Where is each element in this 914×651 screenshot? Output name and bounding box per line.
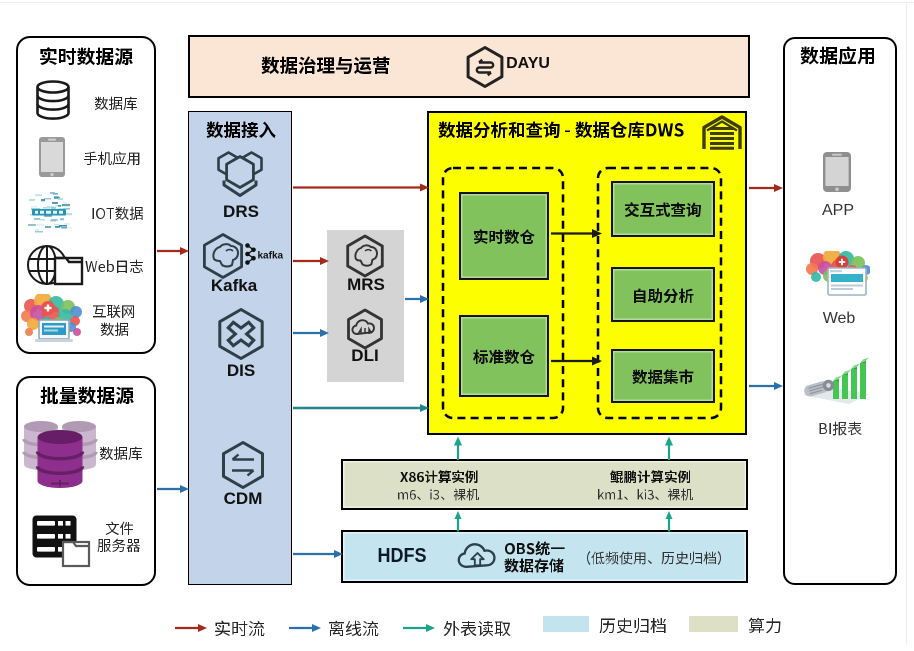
svg-text:kafka: kafka	[258, 251, 284, 262]
